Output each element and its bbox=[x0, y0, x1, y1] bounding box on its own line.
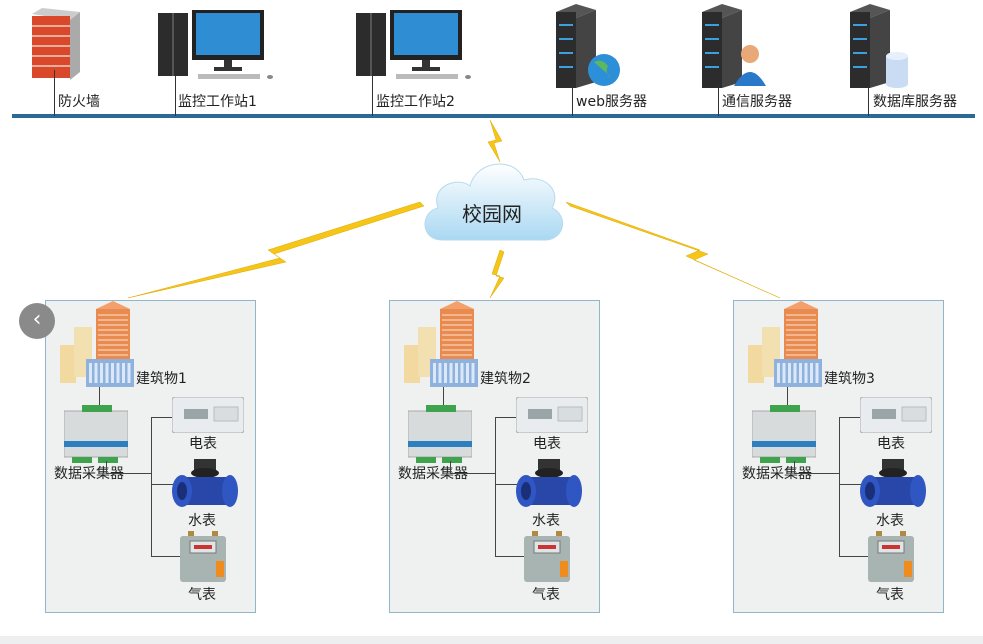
lightning-link-top bbox=[487, 119, 503, 163]
building-icon bbox=[404, 301, 478, 387]
electric-meter-icon bbox=[516, 397, 588, 433]
back-button[interactable]: ‹ bbox=[19, 303, 55, 339]
water-meter-icon bbox=[516, 459, 582, 507]
electric-meter-label: 电表 bbox=[877, 436, 905, 452]
electric-meter-icon bbox=[860, 397, 932, 433]
water-meter-icon bbox=[860, 459, 926, 507]
database-server-label: 数据库服务器 bbox=[873, 94, 957, 110]
database-server-icon bbox=[850, 4, 908, 88]
water-meter-label: 水表 bbox=[876, 513, 904, 529]
workstation-icon bbox=[356, 10, 471, 79]
data-collector-icon bbox=[64, 405, 128, 463]
lightning-link-center bbox=[489, 249, 505, 299]
data-collector-icon bbox=[752, 405, 816, 463]
building-icon bbox=[60, 301, 134, 387]
communication-server-icon bbox=[702, 4, 766, 88]
data-collector-icon bbox=[408, 405, 472, 463]
electric-meter-icon bbox=[172, 397, 244, 433]
gas-meter-icon bbox=[180, 531, 226, 582]
gas-meter-icon bbox=[524, 531, 570, 582]
network-bus bbox=[12, 114, 975, 118]
footer-bar bbox=[0, 636, 983, 644]
water-meter-label: 水表 bbox=[188, 513, 216, 529]
building-name: 建筑物3 bbox=[824, 371, 875, 387]
electric-meter-label: 电表 bbox=[533, 436, 561, 452]
chevron-left-icon: ‹ bbox=[32, 307, 42, 332]
wireless-links bbox=[127, 119, 781, 299]
building-icon bbox=[748, 301, 822, 387]
gas-meter-label: 气表 bbox=[188, 587, 216, 603]
building-panel-3: 建筑物3 数据采集器 电表 水表 气表 bbox=[733, 300, 944, 613]
communication-server-label: 通信服务器 bbox=[722, 94, 792, 110]
web-server-label: web服务器 bbox=[576, 94, 647, 110]
building-panel-2: 建筑物2 数据采集器 电表 水表 气表 bbox=[389, 300, 600, 613]
gas-meter-label: 气表 bbox=[876, 587, 904, 603]
firewall-label: 防火墙 bbox=[58, 94, 100, 110]
workstation-1-label: 监控工作站1 bbox=[178, 94, 257, 110]
firewall-icon bbox=[32, 8, 80, 80]
campus-network-label: 校园网 bbox=[462, 202, 522, 226]
electric-meter-label: 电表 bbox=[189, 436, 217, 452]
building-name: 建筑物1 bbox=[136, 371, 187, 387]
workstation-2-label: 监控工作站2 bbox=[376, 94, 455, 110]
building-name: 建筑物2 bbox=[480, 371, 531, 387]
lightning-link-left bbox=[127, 201, 425, 299]
cloud-icon bbox=[424, 163, 563, 241]
gas-meter-label: 气表 bbox=[532, 587, 560, 603]
workstation-icon bbox=[158, 10, 273, 79]
lightning-link-right bbox=[565, 201, 781, 299]
water-meter-icon bbox=[172, 459, 238, 507]
water-meter-label: 水表 bbox=[532, 513, 560, 529]
web-server-icon bbox=[556, 4, 620, 88]
gas-meter-icon bbox=[868, 531, 914, 582]
building-panel-1: 建筑物1 数据采集器 电表 水表 气表 bbox=[45, 300, 256, 613]
